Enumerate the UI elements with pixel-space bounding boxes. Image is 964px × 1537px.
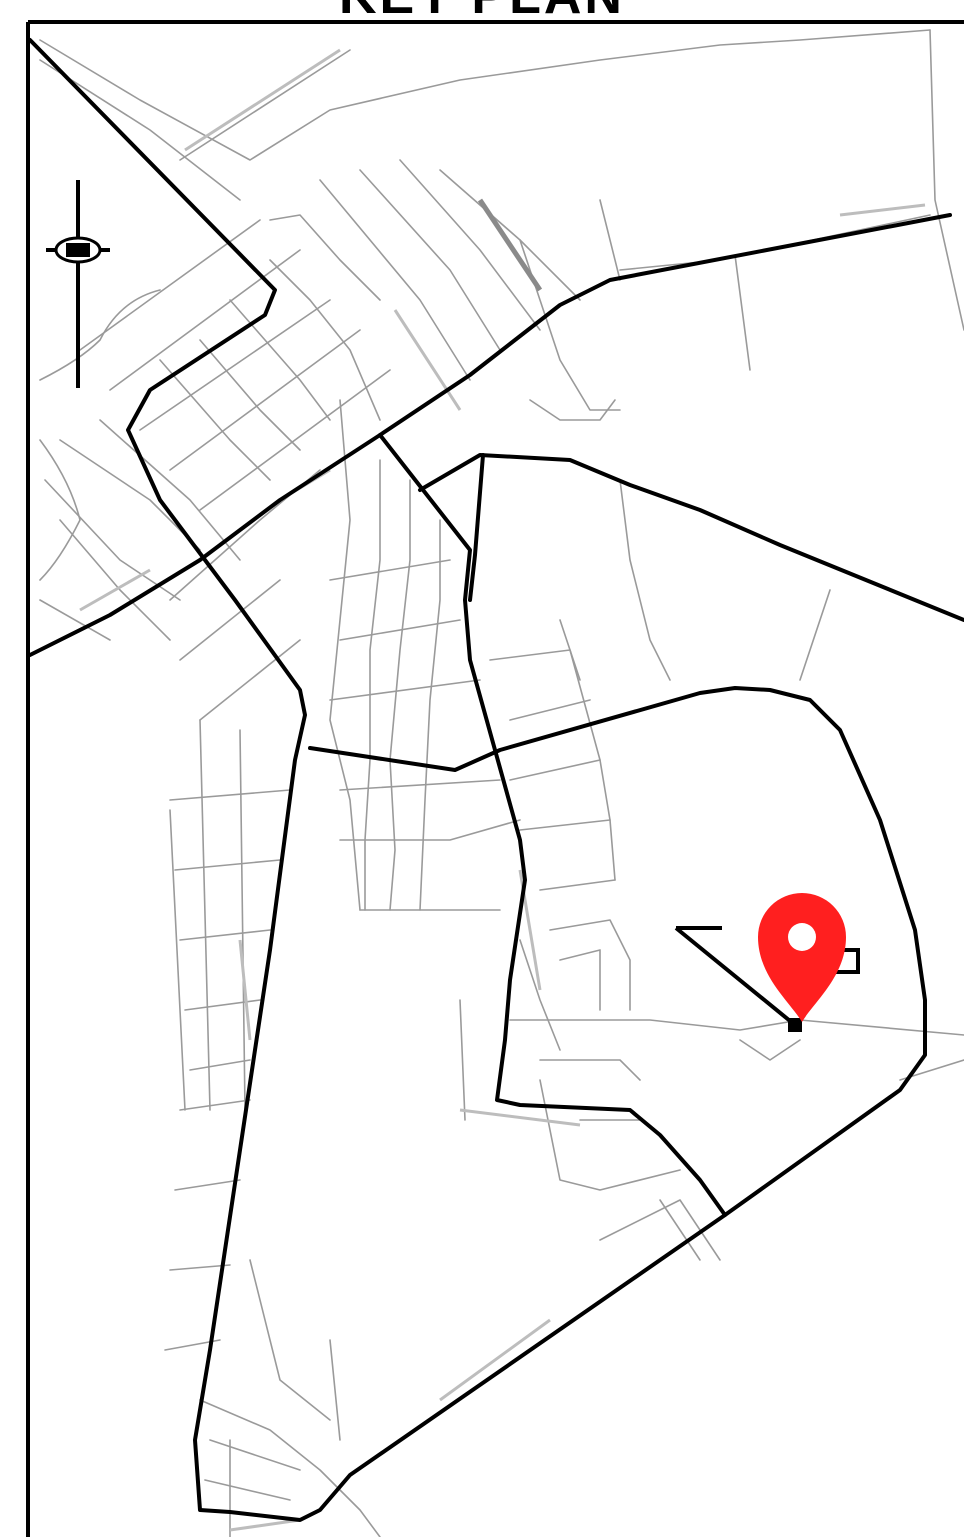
map-title: KEY PLAN — [0, 0, 964, 22]
site-callout — [674, 926, 860, 1032]
major-roads — [28, 38, 964, 1522]
minor-streets — [39, 29, 964, 1537]
north-arrow-icon — [46, 180, 110, 388]
map-pin-icon[interactable] — [758, 893, 846, 1022]
street-label-marks — [79, 48, 926, 1532]
